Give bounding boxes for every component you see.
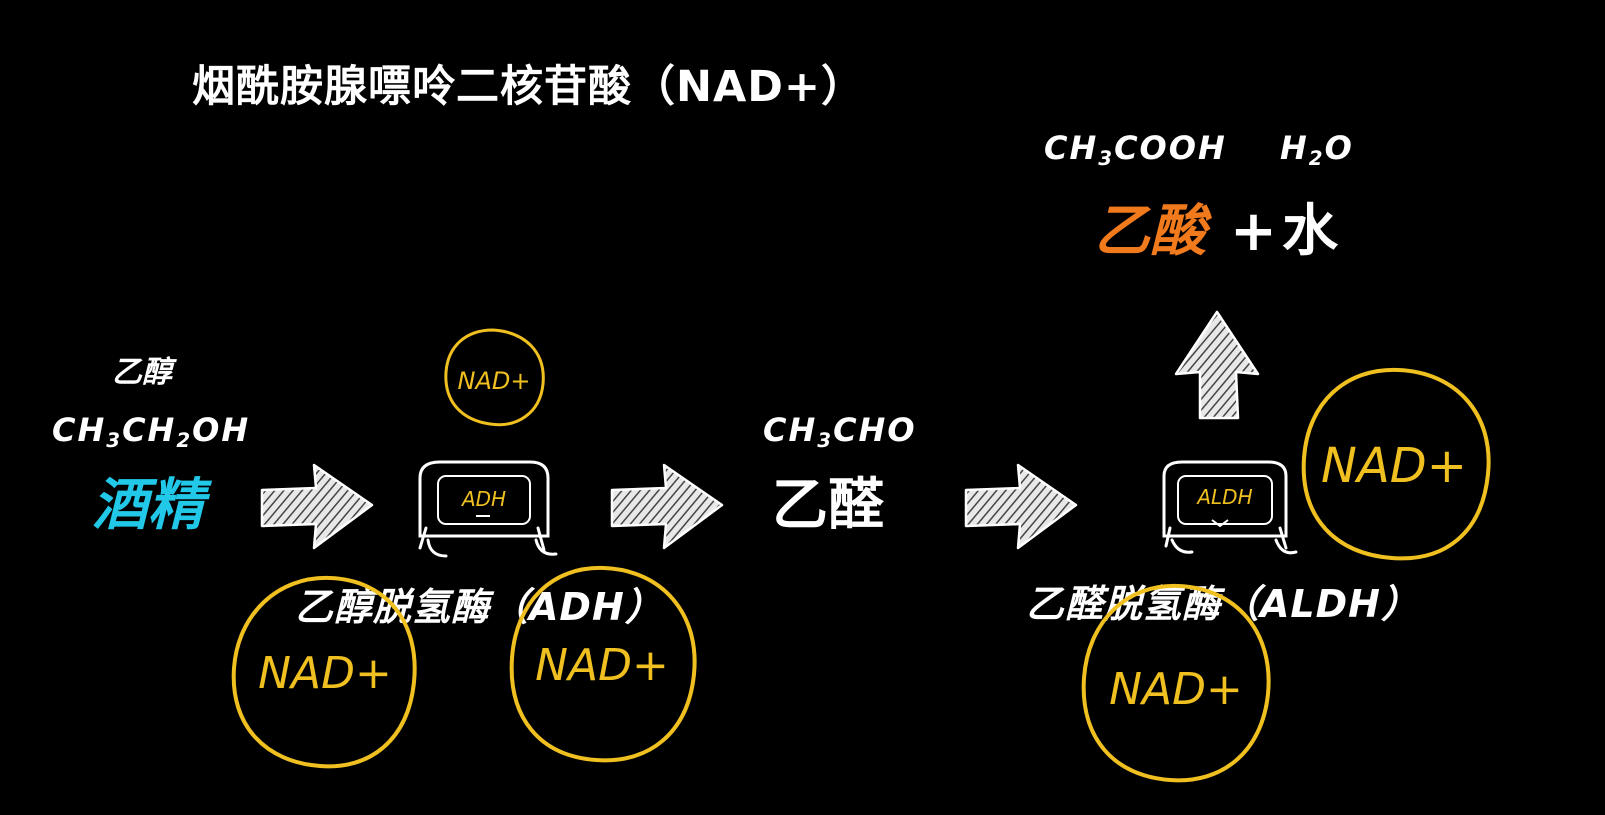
arrow-adh-to-acetaldehyde bbox=[610, 463, 724, 550]
water-formula: H2O bbox=[1280, 129, 1354, 170]
aldh-enzyme-icon: ALDH bbox=[1162, 460, 1298, 555]
aldh-label: 乙醛脱氢酶（ALDH） bbox=[1026, 582, 1420, 626]
arrow-aldh-to-products bbox=[1174, 310, 1260, 420]
nad-middle-text: NAD+ bbox=[535, 640, 669, 691]
title: 烟酰胺腺嘌呤二核苷酸（NAD+） bbox=[192, 62, 865, 112]
nad-small-text: NAD+ bbox=[458, 367, 531, 395]
acetaldehyde-name: 乙醛 bbox=[772, 473, 884, 538]
nad-right-text: NAD+ bbox=[1321, 438, 1467, 494]
nad-circle-right: NAD+ bbox=[1301, 367, 1491, 561]
nad-circle-bottom: NAD+ bbox=[1081, 583, 1271, 783]
water-name: 水 bbox=[1282, 199, 1338, 264]
alcohol-common-name: 酒精 bbox=[92, 473, 204, 538]
plus-sign: + bbox=[1230, 199, 1277, 264]
arrow-ethanol-to-adh bbox=[260, 463, 374, 550]
adh-label: 乙醇脱氢酶（ADH） bbox=[295, 585, 664, 629]
nad-circle-left: NAD+ bbox=[231, 575, 417, 769]
aldh-box-text: ALDH bbox=[1195, 485, 1252, 509]
nad-left-text: NAD+ bbox=[258, 648, 392, 699]
nad-circle-small: NAD+ bbox=[444, 328, 545, 427]
acetaldehyde-formula: CH3CHO bbox=[763, 411, 917, 452]
nad-circle-middle: NAD+ bbox=[509, 565, 697, 763]
acetic-acid-name: 乙酸 bbox=[1094, 199, 1206, 264]
acetic-acid-formula: CH3COOH bbox=[1044, 129, 1227, 170]
ethanol-formula: CH3CH2OH bbox=[52, 411, 251, 452]
adh-enzyme-icon: ADH bbox=[418, 460, 558, 558]
arrow-acetaldehyde-to-aldh bbox=[964, 463, 1078, 550]
adh-box-text: ADH bbox=[460, 487, 506, 511]
ethanol-name: 乙醇 bbox=[112, 355, 172, 390]
nad-bottom-text: NAD+ bbox=[1109, 664, 1243, 715]
